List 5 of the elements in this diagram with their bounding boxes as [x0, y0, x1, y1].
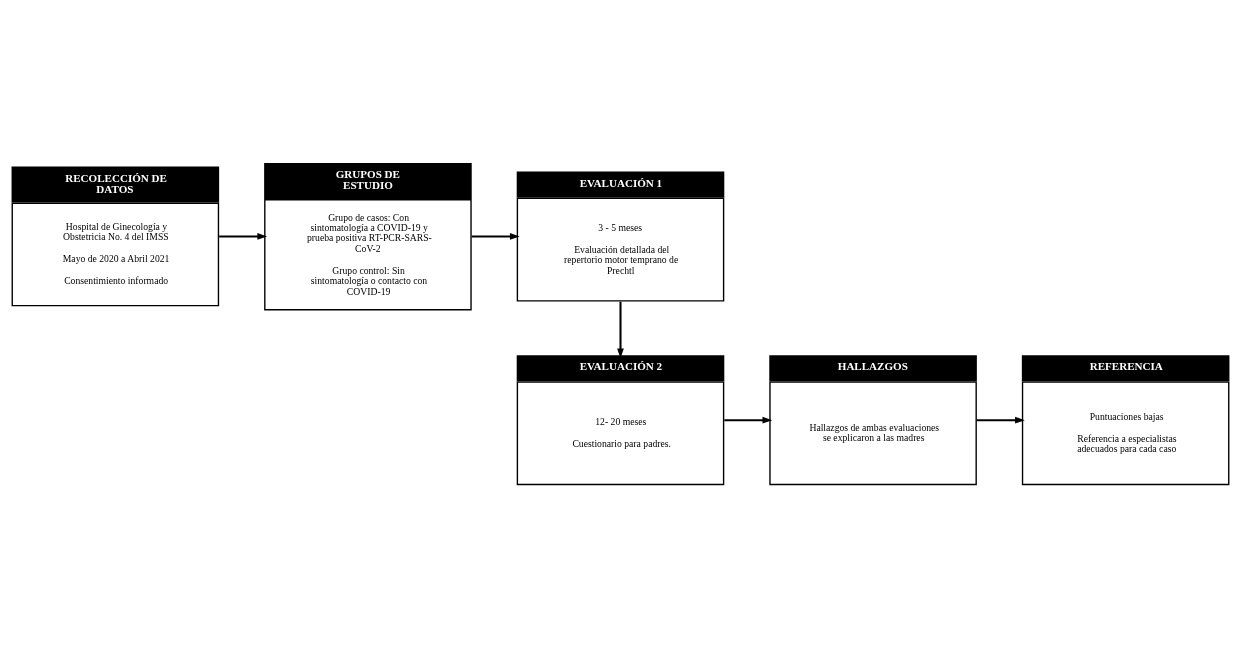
- arrow: [471, 233, 520, 240]
- arrow: [219, 233, 268, 240]
- arrow: [617, 301, 624, 359]
- arrow: [724, 416, 773, 424]
- arrow: [976, 416, 1025, 424]
